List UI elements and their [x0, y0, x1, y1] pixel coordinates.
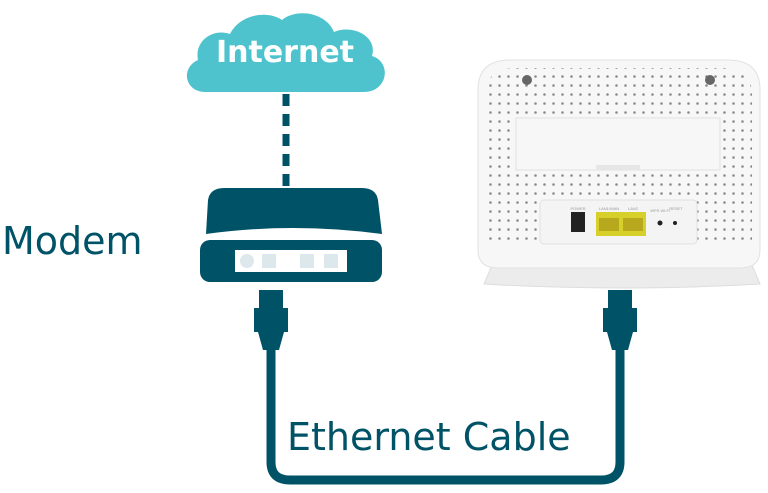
- router-image: POWER LAN1/WAN LAN2 WPS Wi-Fi RESET: [477, 59, 761, 289]
- reset-button: [673, 221, 677, 225]
- modem-icon: [200, 188, 382, 282]
- port-label-power: POWER: [570, 206, 585, 211]
- ethernet-cable-line: [266, 345, 625, 485]
- power-port: [571, 212, 585, 232]
- internet-label: Internet: [216, 35, 354, 70]
- port-label-lan2: LAN2: [628, 206, 639, 211]
- ethernet-plug-left-icon: [254, 290, 288, 350]
- modem-label: Modem: [2, 219, 143, 263]
- port-label-lan1: LAN1/WAN: [599, 206, 619, 211]
- internet-cloud-icon: Internet: [186, 13, 385, 92]
- lan1-wan-port: [599, 218, 619, 231]
- port-label-wps: WPS Wi-Fi: [650, 208, 670, 213]
- ethernet-plug-right-icon: [603, 290, 637, 350]
- lan2-port: [623, 218, 643, 231]
- port-label-reset: RESET: [669, 206, 683, 211]
- ethernet-cable-label: Ethernet Cable: [287, 415, 571, 459]
- wps-button: [657, 220, 663, 226]
